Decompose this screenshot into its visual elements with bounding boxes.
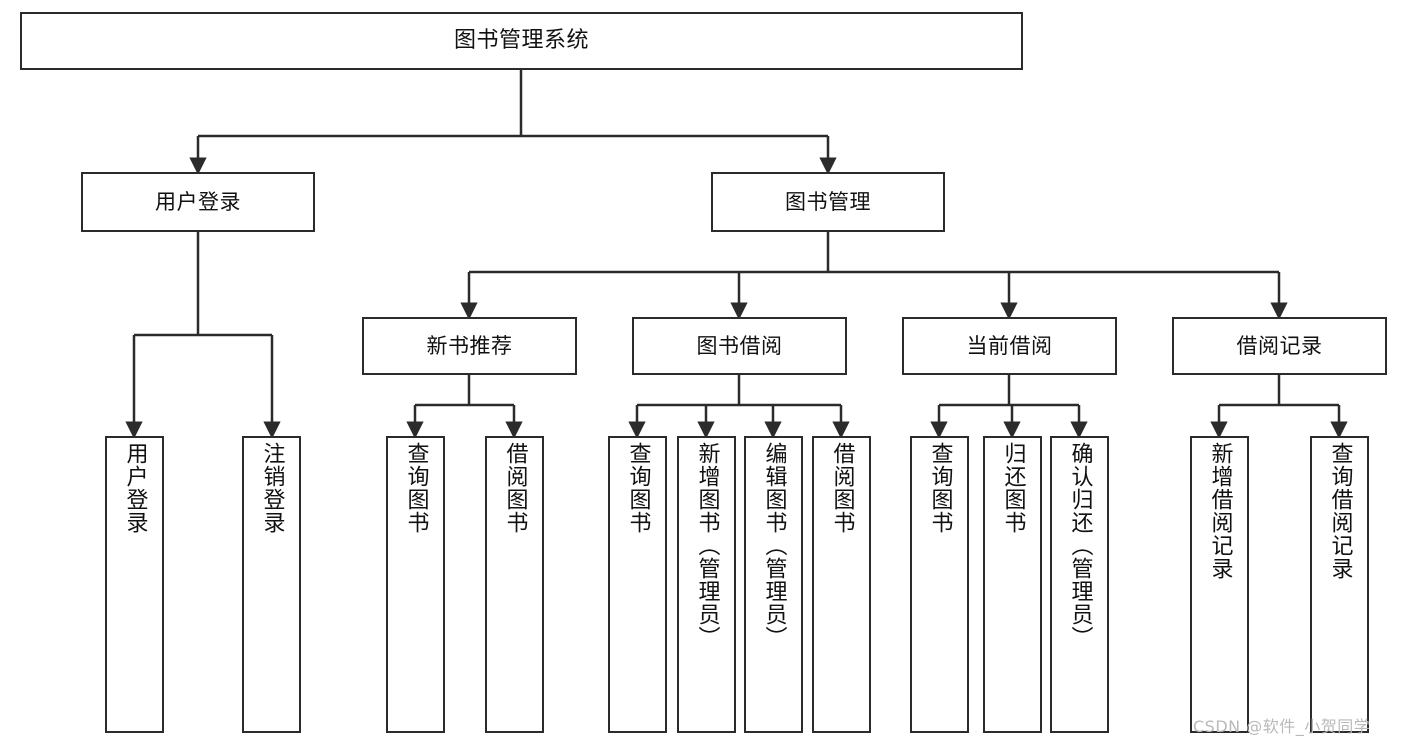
node-leaf-query-borrow-record[interactable]: 查询借阅记录 [1310,436,1369,733]
node-current-borrow[interactable]: 当前借阅 [902,317,1117,375]
node-leaf-edit-book-admin[interactable]: 编辑图书（管理员） [744,436,803,733]
node-user-login-label: 用户登录 [155,189,241,214]
node-leaf-return-book[interactable]: 归还图书 [983,436,1042,733]
node-leaf-add-book-admin[interactable]: 新增图书（管理员） [677,436,736,733]
node-new-book-recommend[interactable]: 新书推荐 [362,317,577,375]
node-root-label: 图书管理系统 [453,28,589,53]
node-new-book-recommend-label: 新书推荐 [426,333,513,358]
node-root[interactable]: 图书管理系统 [20,12,1023,70]
node-leaf-add-borrow-record-label: 新增借阅记录 [1207,442,1233,580]
node-borrow-record[interactable]: 借阅记录 [1172,317,1387,375]
node-leaf-confirm-return-admin[interactable]: 确认归还（管理员） [1050,436,1109,733]
node-leaf-add-book-admin-label: 新增图书（管理员） [694,442,720,649]
node-leaf-logout[interactable]: 注销登录 [242,436,301,733]
node-leaf-borrow-book-label: 借阅图书 [829,442,855,534]
node-book-manage[interactable]: 图书管理 [711,172,945,232]
node-book-borrow-label: 图书借阅 [696,333,783,358]
node-leaf-borrow-book[interactable]: 借阅图书 [812,436,871,733]
node-borrow-record-label: 借阅记录 [1236,333,1323,358]
node-leaf-query-book-current[interactable]: 查询图书 [910,436,969,733]
csdn-watermark: CSDN @软件_小贺同学 [1193,717,1371,736]
node-leaf-query-book-borrow[interactable]: 查询图书 [608,436,667,733]
node-leaf-logout-label: 注销登录 [259,442,285,534]
node-leaf-query-book-borrow-label: 查询图书 [625,442,651,534]
node-user-login[interactable]: 用户登录 [81,172,315,232]
node-leaf-query-book-recommend[interactable]: 查询图书 [386,436,445,733]
node-leaf-borrow-book-recommend-label: 借阅图书 [502,442,528,534]
node-leaf-return-book-label: 归还图书 [1000,442,1026,534]
node-leaf-confirm-return-admin-label: 确认归还（管理员） [1067,442,1093,649]
node-leaf-user-login-label: 用户登录 [122,442,148,534]
node-leaf-query-book-current-label: 查询图书 [927,442,953,534]
node-leaf-query-book-recommend-label: 查询图书 [403,442,429,534]
node-leaf-borrow-book-recommend[interactable]: 借阅图书 [485,436,544,733]
node-book-borrow[interactable]: 图书借阅 [632,317,847,375]
node-current-borrow-label: 当前借阅 [966,333,1053,358]
node-leaf-query-borrow-record-label: 查询借阅记录 [1327,442,1353,580]
node-leaf-add-borrow-record[interactable]: 新增借阅记录 [1190,436,1249,733]
node-book-manage-label: 图书管理 [785,189,871,214]
node-leaf-user-login[interactable]: 用户登录 [105,436,164,733]
node-leaf-edit-book-admin-label: 编辑图书（管理员） [761,442,787,649]
